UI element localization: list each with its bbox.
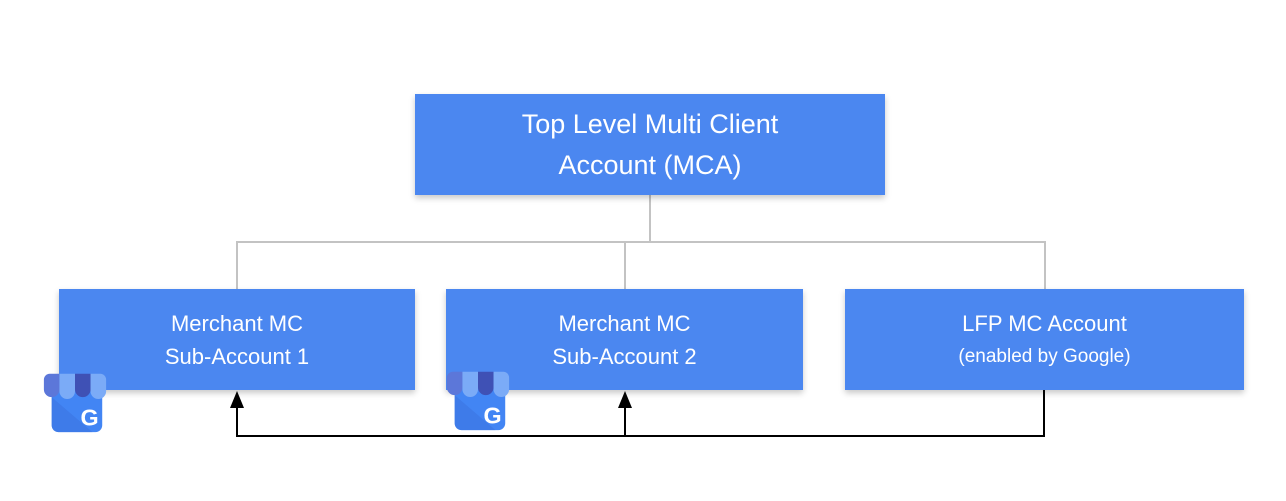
merchant1-label-line2: Sub-Account 1 [164,343,310,369]
google-my-business-icon: G [446,371,510,431]
flow-line-up-merchant1 [236,404,238,437]
lfp-label-line1: LFP MC Account [962,310,1127,336]
lfp-mc-account-box: LFP MC Account (enabled by Google) [845,289,1244,390]
google-my-business-icon: G [43,373,107,433]
connector-drop-merchant1 [236,241,238,289]
connector-horizontal-bus [236,241,1046,243]
flow-line-up-merchant2 [624,404,626,437]
lfp-label-line2: (enabled by Google) [958,345,1131,367]
connector-drop-lfp [1044,241,1046,289]
arrowhead-merchant2 [618,391,632,408]
flow-line-horizontal [236,435,1045,437]
gmb-g-letter: G [484,402,502,428]
merchant2-label-line2: Sub-Account 2 [552,343,697,369]
merchant2-label-line1: Merchant MC [558,310,691,336]
gmb-g-letter: G [81,404,99,430]
arrowhead-merchant1 [230,391,244,408]
mca-label-line1: Top Level Multi Client [521,108,779,139]
flow-line-lfp-down [1043,390,1045,437]
connector-mca-stem [649,195,651,242]
mca-label-line2: Account (MCA) [558,149,742,180]
merchant1-label-line1: Merchant MC [170,310,304,336]
merchant-sub-account-1-box: Merchant MC Sub-Account 1 [59,289,415,390]
connector-drop-merchant2 [624,241,626,289]
mca-box: Top Level Multi Client Account (MCA) [415,94,885,195]
